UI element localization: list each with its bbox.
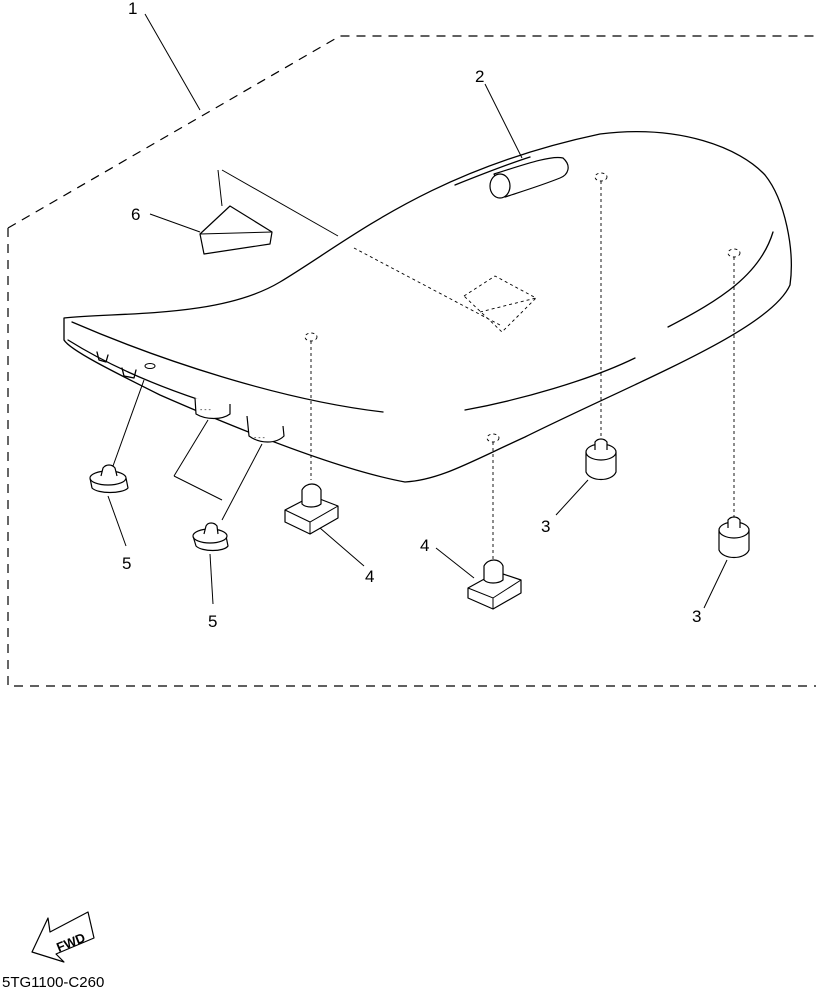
leader-2 xyxy=(484,83,523,159)
leader-1 xyxy=(144,13,201,111)
mount-hole xyxy=(486,433,500,443)
leader-5b xyxy=(209,553,214,605)
assembly-boundary xyxy=(7,35,816,687)
svg-text:- - -: - - - xyxy=(200,407,212,414)
callout-1: 1 xyxy=(128,0,137,18)
part-3-damper-a xyxy=(555,438,617,516)
mount-hole xyxy=(304,332,318,342)
mount-hole xyxy=(727,248,741,258)
part-4-bracket-b xyxy=(435,547,522,610)
svg-text:- - -: - - - xyxy=(254,435,266,442)
leader-3a xyxy=(555,479,589,516)
part-4-bracket-a xyxy=(284,483,365,567)
callout-6: 6 xyxy=(131,205,140,224)
leader-5a xyxy=(107,495,127,547)
part-2-strap xyxy=(484,83,569,199)
callout-5b: 5 xyxy=(208,612,217,631)
seat: - - - - - - xyxy=(63,131,792,483)
callout-4a: 4 xyxy=(365,567,374,586)
callout-5a: 5 xyxy=(122,554,131,573)
diagram-code: 5TG1100-C260 xyxy=(2,974,104,989)
part-6-wedge xyxy=(149,169,537,333)
leader-4a xyxy=(319,527,365,567)
part-5-cushion-a xyxy=(89,379,145,547)
leader-6 xyxy=(149,213,201,233)
leader-4b xyxy=(435,547,475,579)
callout-2: 2 xyxy=(475,67,484,86)
callout-4b: 4 xyxy=(420,536,429,555)
callout-3b: 3 xyxy=(692,607,701,626)
leader-3b xyxy=(703,559,728,609)
fwd-arrow: FWD xyxy=(31,911,95,963)
part-3-damper-b xyxy=(703,516,750,609)
part-5-cushion-b xyxy=(173,419,263,605)
mount-hole xyxy=(594,172,608,182)
callout-3a: 3 xyxy=(541,517,550,536)
